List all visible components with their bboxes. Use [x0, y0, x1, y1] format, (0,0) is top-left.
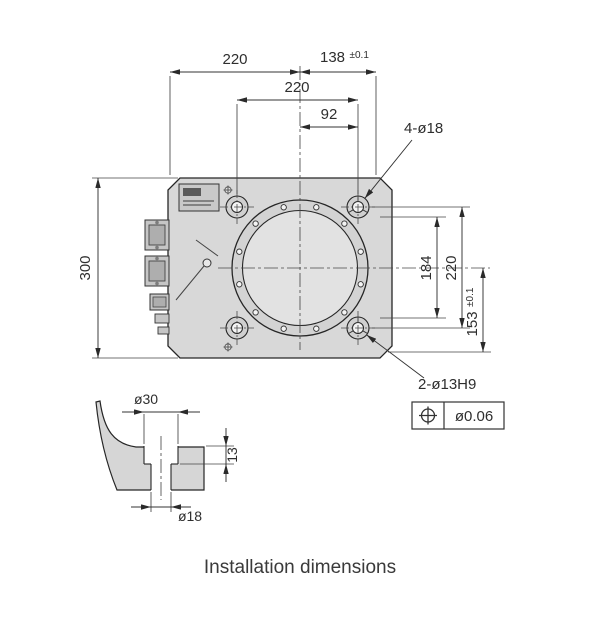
main-view — [144, 66, 490, 359]
bolt-hole — [313, 204, 320, 211]
dim-label-13: 13 — [224, 447, 240, 463]
dim-hole-span-height-220: 220 — [443, 207, 465, 328]
bolt-hole — [313, 325, 320, 332]
dim-hole-span-width-220: 220 — [237, 79, 358, 103]
corner-hole-bottom-left — [220, 311, 254, 345]
label-pin-holes: 2-ø13H9 — [366, 334, 476, 393]
bolt-hole — [341, 309, 348, 316]
locating-pin — [202, 258, 212, 268]
bolt-hole — [280, 204, 287, 211]
flange-bolt-holes — [236, 204, 364, 332]
dim-center-to-bottom-153: 153 ±0.1 — [464, 268, 486, 352]
dim-top-width-220: 220 — [170, 51, 300, 75]
dim-hole-dia: ø18 — [131, 492, 202, 524]
dim-label-184: 184 — [418, 255, 435, 280]
flange — [218, 66, 490, 350]
dim-top-width-138: 138 ±0.1 — [300, 49, 376, 75]
bolt-hole — [236, 281, 243, 288]
svg-text:153 ±0.1: 153 ±0.1 — [464, 287, 481, 336]
corner-hole-top-right — [341, 190, 375, 224]
connector-lower — [144, 255, 170, 287]
tolerance-frame: ø0.06 — [411, 401, 505, 430]
dim-pin-span-184: 184 — [418, 217, 440, 318]
detail-lines — [175, 239, 219, 301]
screw-bottom — [223, 342, 233, 352]
screw-top — [223, 185, 233, 195]
dim-counterbore-depth: 13 — [180, 428, 240, 482]
dimensions-left: 300 — [77, 177, 178, 359]
section-view: ø30 13 ø18 — [95, 391, 240, 524]
dim-label-dia18: ø18 — [178, 508, 202, 524]
connector-upper — [144, 219, 170, 251]
dimensions-top: 220 138 ±0.1 220 92 4-ø18 — [169, 49, 443, 199]
bolt-hole — [280, 325, 287, 332]
dim-label-dia30: ø30 — [134, 391, 158, 407]
dim-counterbore-dia: ø30 — [122, 391, 200, 444]
corner-holes-label: 4-ø18 — [404, 120, 443, 137]
corner-hole-top-left — [220, 190, 254, 224]
dim-label-153: 153 — [464, 311, 481, 336]
bolt-hole — [236, 248, 243, 255]
label-corner-holes: 4-ø18 — [364, 120, 443, 199]
pin-holes-label: 2-ø13H9 — [418, 376, 476, 393]
section-body — [95, 400, 205, 491]
bolt-hole — [252, 220, 259, 227]
nameplate — [178, 183, 220, 212]
dim-label-220-vertical: 220 — [443, 255, 460, 280]
svg-text:138 ±0.1: 138 ±0.1 — [320, 49, 369, 66]
bolt-hole — [357, 248, 364, 255]
bolt-hole — [357, 281, 364, 288]
dim-label-220-holes: 220 — [284, 79, 309, 96]
bolt-hole — [252, 309, 259, 316]
dimensions-right: 184 220 153 ±0.1 2-ø13H9 ø0 — [366, 206, 505, 430]
position-tolerance-icon — [419, 406, 437, 425]
dim-label-138-tolerance: ±0.1 — [349, 50, 369, 61]
section-hole-edges — [143, 446, 179, 490]
dim-center-to-hole-92: 92 — [300, 106, 358, 130]
caption: Installation dimensions — [204, 557, 396, 578]
dim-height-300: 300 — [77, 178, 101, 358]
tolerance-value: ø0.06 — [455, 408, 493, 425]
dim-label-138: 138 — [320, 49, 345, 66]
bolt-hole — [341, 220, 348, 227]
dim-label-300: 300 — [77, 255, 94, 280]
dim-label-220-top: 220 — [222, 51, 247, 68]
dim-label-92: 92 — [321, 106, 338, 123]
connector-small — [149, 293, 170, 335]
corner-hole-bottom-right — [341, 311, 375, 345]
dim-label-153-tolerance: ±0.1 — [465, 287, 476, 307]
